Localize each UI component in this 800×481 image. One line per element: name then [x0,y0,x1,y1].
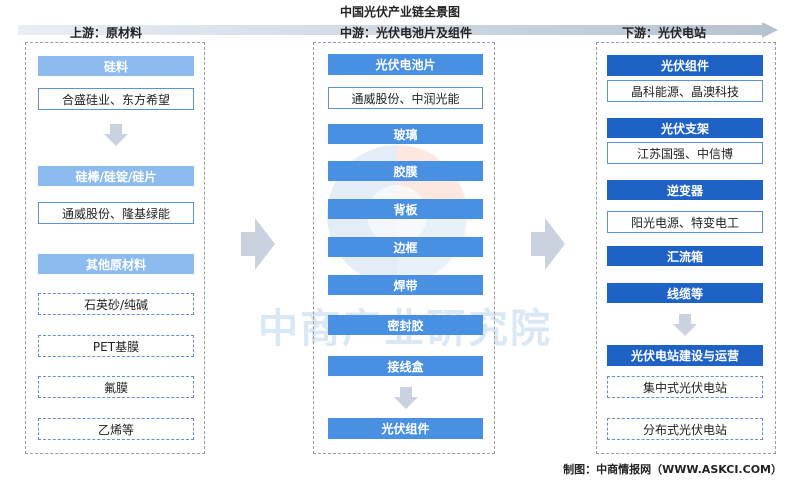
diagram-title: 中国光伏产业链全景图 [339,5,460,19]
material-box: 焊带 [328,275,483,295]
material-box: 密封胶 [328,315,483,335]
station-build-box: 光伏电站建设与运营 [607,345,763,366]
station-type-box: 集中式光伏电站 [607,376,763,398]
upstream-column [25,42,205,454]
material-box: 边框 [328,237,483,257]
downstream-group-box: 光伏组件 [607,55,763,76]
downstream-companies-box: 晶科能源、晶澳科技 [607,80,763,102]
cell-companies-box: 通威股份、中润光能 [328,87,483,109]
flow-arrow-icon [531,218,565,270]
material-box: 背板 [328,199,483,219]
silicon-box: 硅料 [38,56,194,76]
down-arrow-icon [673,314,697,336]
midstream-column [313,42,495,454]
downstream-group-box: 光伏支架 [607,118,763,138]
material-box: 胶膜 [328,161,483,181]
downstream-item-box: 线缆等 [607,283,763,303]
cell-box: 光伏电池片 [328,54,483,75]
downstream-column [596,42,776,454]
other-item-box: PET基膜 [38,335,194,357]
downstream-group-box: 逆变器 [607,180,763,200]
module-box: 光伏组件 [328,418,483,439]
station-type-box: 分布式光伏电站 [607,418,763,440]
upstream-header: 上游：原材料 [70,26,143,40]
silicon-companies-box: 合盛硅业、东方希望 [38,88,194,110]
downstream-header: 下游：光伏电站 [622,26,707,40]
other-item-box: 氟膜 [38,376,194,398]
rod-box: 硅棒/硅锭/硅片 [38,166,194,186]
material-box: 接线盒 [328,356,483,376]
downstream-item-box: 汇流箱 [607,246,763,266]
source-note: 制图：中商情报网（WWW.ASKCI.COM） [563,463,782,476]
midstream-header: 中游：光伏电池片及组件 [340,26,473,40]
downstream-companies-box: 江苏国强、中信博 [607,142,763,164]
flow-arrow-icon [241,218,275,270]
other-materials-box: 其他原材料 [38,254,194,274]
down-arrow-icon [104,124,128,146]
down-arrow-icon [394,387,418,409]
material-box: 玻璃 [328,124,483,144]
rod-companies-box: 通威股份、隆基绿能 [38,202,194,224]
other-item-box: 乙烯等 [38,418,194,440]
other-item-box: 石英砂/纯碱 [38,293,194,315]
downstream-companies-box: 阳光电源、特变电工 [607,211,763,233]
header-arrow-band [18,22,778,38]
